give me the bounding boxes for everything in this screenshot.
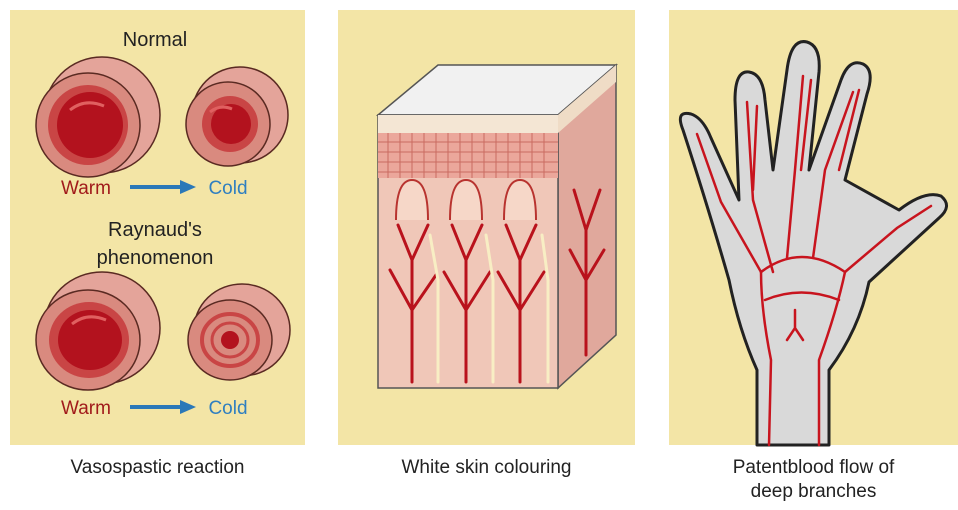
caption-hand-line1: Patentblood flow of bbox=[669, 456, 958, 480]
hand-arteries-illustration bbox=[669, 10, 958, 445]
label-cold: Cold bbox=[208, 178, 247, 199]
vessel-cross-section-icon bbox=[186, 67, 288, 166]
skin-block-illustration bbox=[338, 10, 635, 445]
group-title-normal: Normal bbox=[123, 29, 187, 51]
caption-hand: Patentblood flow of deep branches bbox=[669, 456, 958, 504]
label-cold: Cold bbox=[208, 398, 247, 419]
panel-hand bbox=[669, 10, 958, 445]
group-title-raynaud-line1: Raynaud's bbox=[108, 219, 202, 241]
label-warm: Warm bbox=[61, 398, 111, 419]
caption-vasospastic: Vasospastic reaction bbox=[10, 456, 305, 480]
group-title-raynaud-line2: phenomenon bbox=[97, 247, 214, 269]
vessel-cross-section-icon bbox=[36, 57, 160, 177]
panel-vasospastic: Normal Raynaud's phenomenon Warm Cold bbox=[10, 10, 305, 445]
vessel-cross-section-icon bbox=[188, 284, 290, 380]
vessel-cross-section-icon bbox=[36, 272, 160, 390]
arrow-right-icon bbox=[130, 400, 196, 414]
label-warm: Warm bbox=[61, 178, 111, 199]
caption-white-skin: White skin colouring bbox=[338, 456, 635, 480]
panel-white-skin bbox=[338, 10, 635, 445]
caption-hand-line2: deep branches bbox=[669, 480, 958, 504]
vasospastic-illustration: Normal Raynaud's phenomenon Warm Cold bbox=[10, 10, 305, 445]
arrow-right-icon bbox=[130, 180, 196, 194]
